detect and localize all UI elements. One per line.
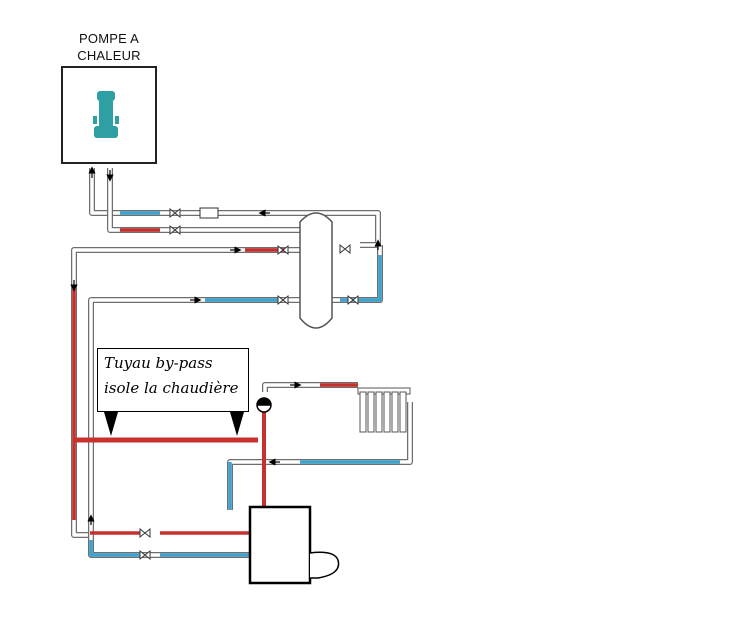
bypass-note-line1: Tuyau by-pass <box>104 354 213 372</box>
valve-icon <box>169 207 181 219</box>
radiator-icon <box>357 387 411 433</box>
valves <box>139 207 359 561</box>
valve-icon <box>139 549 151 561</box>
valve-icon <box>139 527 151 539</box>
flow-arrows <box>70 166 382 525</box>
heat-pump <box>61 66 157 164</box>
heat-pump-title-line2: CHALEUR <box>77 48 141 63</box>
buffer-tank-icon <box>299 212 333 329</box>
bypass-note-line2: isole la chaudière <box>104 379 239 397</box>
circulator-pump-icon <box>256 397 272 413</box>
boiler-icon <box>248 505 340 585</box>
heat-pump-unit-icon <box>93 91 119 138</box>
heat-pump-title-line1: POMPE A <box>79 31 139 46</box>
valve-icon <box>277 294 289 306</box>
heat-pump-title: POMPE A CHALEUR <box>54 30 164 64</box>
bypass-pointers <box>104 412 244 436</box>
valve-icon <box>277 244 289 256</box>
valve-icon <box>347 294 359 306</box>
bypass-note: Tuyau by-pass isole la chaudière <box>97 348 249 412</box>
colored-pipes <box>72 211 400 557</box>
valve-icon <box>339 243 351 255</box>
valve-icon <box>169 224 181 236</box>
